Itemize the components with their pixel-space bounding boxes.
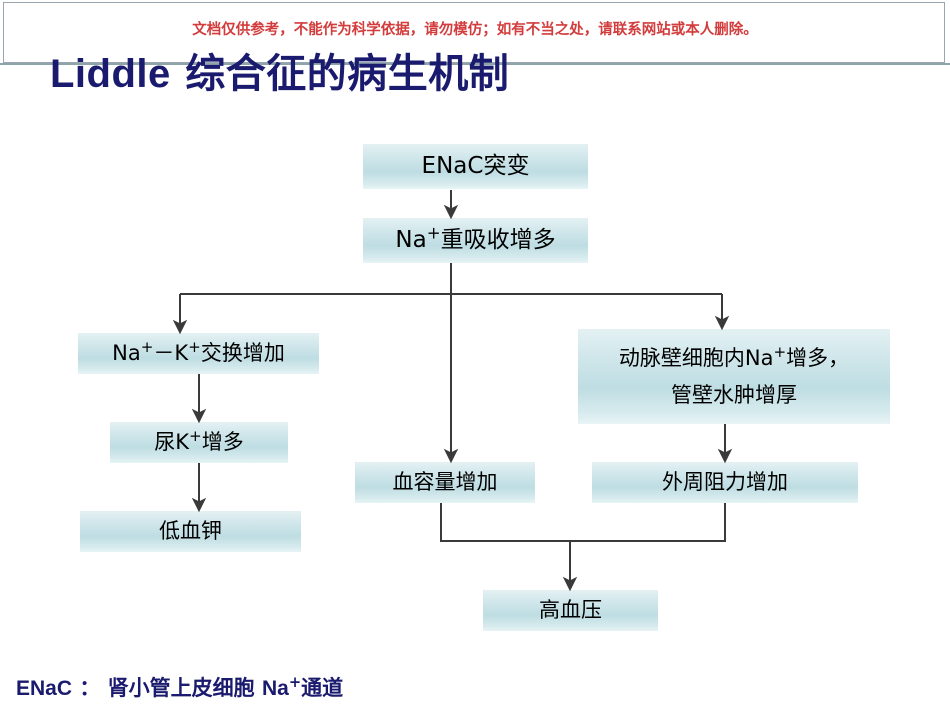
footer-enac-label: ENaC — [16, 677, 73, 700]
node-hypokalemia[interactable]: 低血钾 — [80, 511, 301, 552]
edge-resistance-to-hypertension — [570, 503, 726, 542]
footer-na-label: Na — [261, 677, 289, 700]
header-frame — [3, 2, 945, 63]
node-arterial-wall-na-line2: 管壁水肿增厚 — [671, 382, 797, 407]
node-blood-volume-increase[interactable]: 血容量增加 — [355, 462, 535, 503]
page-title-latin: Liddle — [50, 52, 171, 96]
footer-han-2: 通道 — [301, 676, 344, 700]
node-urine-k-increase[interactable]: 尿K+增多 — [110, 422, 288, 463]
title-divider-rule — [0, 63, 950, 65]
edge-blood-volume-to-hypertension — [440, 503, 570, 542]
footer-superscript: + — [288, 674, 302, 691]
node-na-k-exchange[interactable]: Na+－K+交换增加 — [78, 333, 319, 374]
node-arterial-wall-na[interactable]: 动脉壁细胞内Na+增多， 管壁水肿增厚 — [578, 329, 890, 424]
node-enac-mutation-label: ENaC突变 — [421, 152, 530, 179]
node-peripheral-resistance[interactable]: 外周阻力增加 — [592, 462, 858, 503]
node-arterial-wall-na-line1: 动脉壁细胞内Na+增多， — [618, 343, 850, 371]
node-na-k-exchange-label: Na+－K+交换增加 — [112, 338, 285, 366]
node-peripheral-resistance-label: 外周阻力增加 — [662, 470, 788, 495]
node-hypertension-label: 高血压 — [539, 598, 602, 623]
node-hypertension[interactable]: 高血压 — [483, 590, 658, 631]
node-hypokalemia-label: 低血钾 — [159, 519, 222, 544]
page-title: Liddle 综合征的病生机制 — [50, 41, 509, 99]
node-na-reabsorption-label: Na+重吸收增多 — [395, 223, 556, 253]
node-urine-k-increase-label: 尿K+增多 — [154, 427, 244, 455]
node-enac-mutation[interactable]: ENaC突变 — [363, 144, 588, 189]
node-blood-volume-increase-label: 血容量增加 — [392, 470, 498, 495]
footer-separator: ： — [72, 676, 108, 700]
footer-han-1: 肾小管上皮细胞 — [107, 676, 262, 700]
disclaimer-text: 文档仅供参考，不能作为科学依据，请勿模仿；如有不当之处，请联系网站或本人删除。 — [192, 21, 758, 38]
node-na-reabsorption[interactable]: Na+重吸收增多 — [363, 218, 588, 263]
page-title-han: 综合征的病生机制 — [170, 51, 510, 97]
footer-note: ENaC ： 肾小管上皮细胞 Na+通道 — [16, 672, 343, 702]
